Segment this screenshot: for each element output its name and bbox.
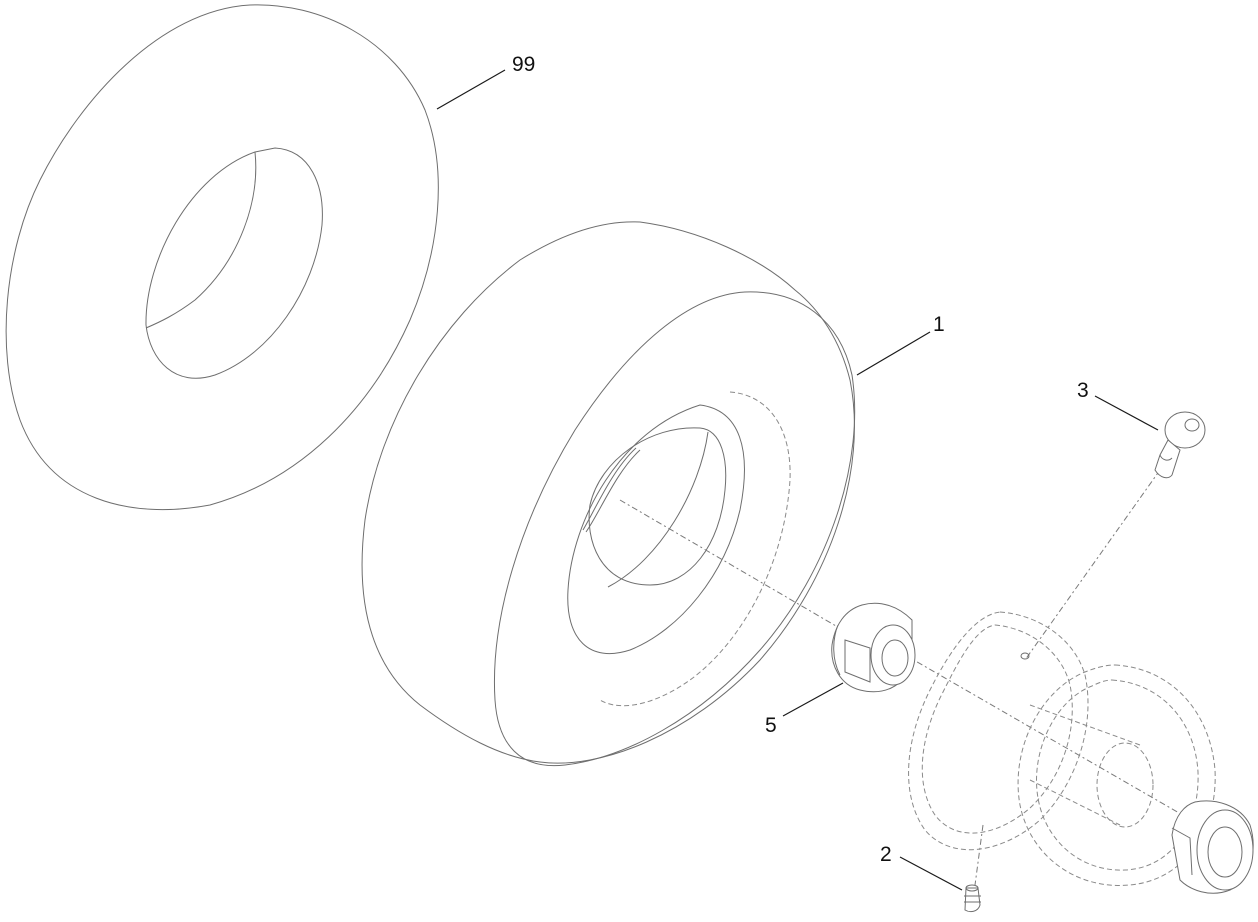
callout-5: 5 — [765, 714, 777, 737]
bushing-5-drawing — [831, 602, 916, 693]
callout-99: 99 — [512, 53, 536, 76]
grease-fitting-2-drawing — [964, 884, 981, 913]
tire-1-drawing — [361, 221, 856, 767]
callout-1: 1 — [933, 313, 945, 336]
callout-2: 2 — [880, 843, 892, 866]
axis-lines — [619, 469, 1201, 886]
valve-3-drawing — [1154, 411, 1206, 479]
cap-drawing — [1171, 800, 1254, 894]
hub-drawing — [908, 611, 1216, 886]
callout-3: 3 — [1077, 379, 1089, 402]
leader-lines — [436, 69, 1159, 891]
tire-99-drawing — [5, 4, 439, 511]
